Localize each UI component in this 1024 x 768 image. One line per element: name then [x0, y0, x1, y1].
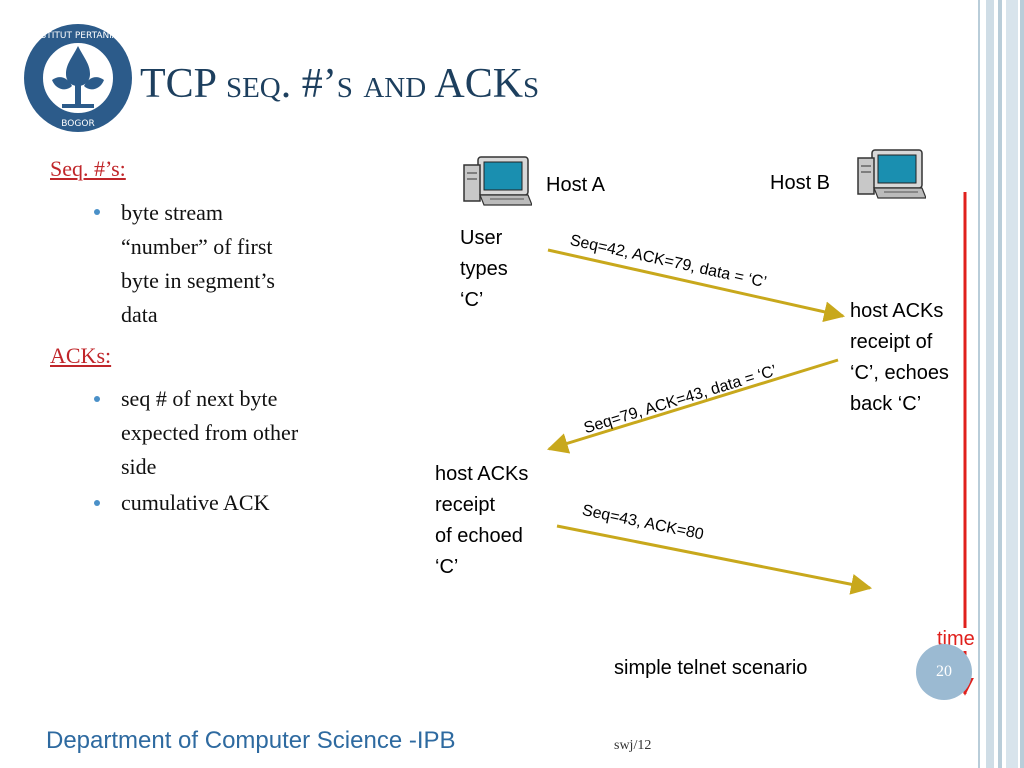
- svg-text:BOGOR: BOGOR: [61, 119, 94, 129]
- ack-bullet: seq # of next byte expected from other s…: [121, 386, 299, 479]
- arrow-msg2: [546, 358, 839, 454]
- svg-text:INSTITUT PERTANIAN: INSTITUT PERTANIAN: [31, 31, 125, 41]
- arrow-msg3: [556, 524, 873, 595]
- seq-heading: Seq. #’s:: [50, 156, 126, 181]
- user-types-note: User types ‘C’: [460, 227, 508, 311]
- page-number-badge: 20: [916, 644, 972, 700]
- university-logo: INSTITUT PERTANIAN BOGOR: [22, 22, 134, 134]
- computer-icon: [856, 148, 927, 200]
- computer-icon: [462, 155, 533, 207]
- bullet-dot: [94, 209, 100, 215]
- ack-heading: ACKs:: [50, 343, 112, 368]
- ack-bullet: cumulative ACK: [121, 490, 270, 515]
- footer-id: swj/12: [614, 738, 652, 753]
- seq-bullet: byte stream “number” of first byte in se…: [121, 200, 275, 327]
- decor-bar: [1020, 0, 1024, 768]
- diagram-caption: simple telnet scenario: [614, 657, 808, 679]
- footer-department: Department of Computer Science -IPB: [46, 727, 456, 754]
- bullet-dot: [94, 396, 100, 402]
- host-a-label: Host A: [546, 174, 605, 196]
- host-b-ack-note: host ACKs receipt of ‘C’, echoes back ‘C…: [850, 300, 949, 415]
- bullet-dot: [94, 500, 100, 506]
- decor-bar: [1006, 0, 1018, 768]
- slide-title: TCP seq. #’s and ACKs: [140, 61, 540, 107]
- decor-bar: [978, 0, 980, 768]
- host-a-ack-note: host ACKs receipt of echoed ‘C’: [435, 463, 529, 578]
- decor-bar: [986, 0, 994, 768]
- host-b-label: Host B: [770, 172, 831, 194]
- arrow-msg1: [547, 248, 846, 323]
- decor-bar: [998, 0, 1002, 768]
